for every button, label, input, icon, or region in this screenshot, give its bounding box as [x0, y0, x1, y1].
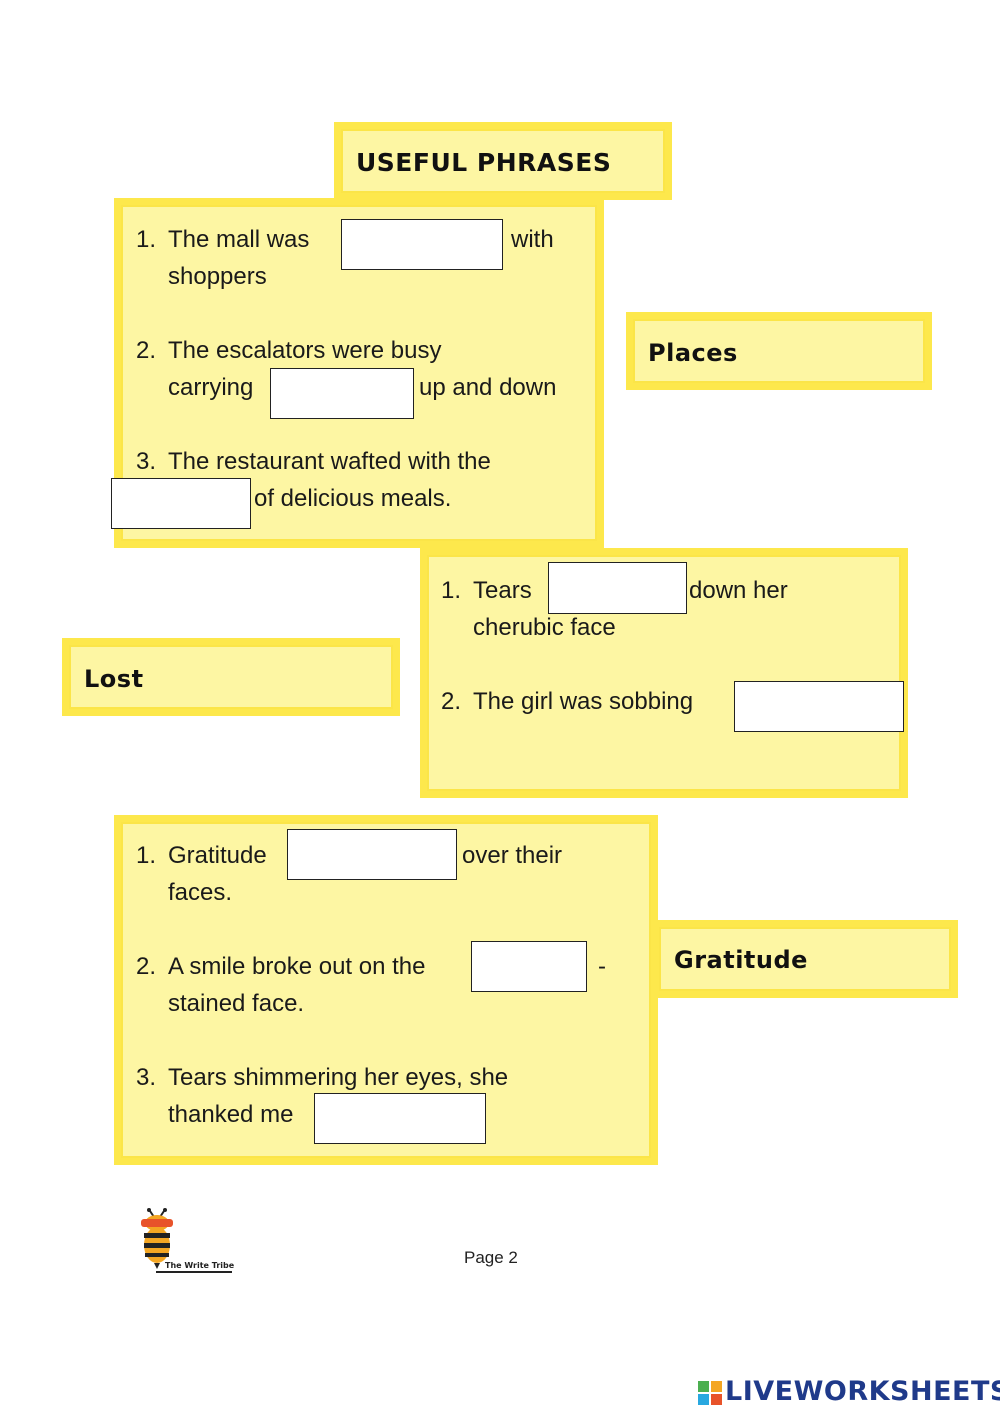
- places-item-2-line1: The escalators were busy: [168, 337, 442, 364]
- lost-blank-1[interactable]: [548, 562, 687, 614]
- gratitude-item-1-num: 1.: [136, 842, 157, 869]
- gratitude-item-2-num: 2.: [136, 953, 157, 980]
- liveworksheets-brand[interactable]: LIVEWORKSHEETS: [725, 1376, 1000, 1407]
- places-item-2-num: 2.: [136, 337, 157, 364]
- gratitude-blank-2[interactable]: [471, 941, 587, 992]
- gratitude-item-2-before: A smile broke out on the: [168, 953, 426, 980]
- places-item-3-line1: The restaurant wafted with the: [168, 448, 491, 475]
- gratitude-label: Gratitude: [674, 946, 808, 974]
- lost-item-1-num: 1.: [441, 577, 462, 604]
- lost-item-1-after: down her: [689, 577, 788, 604]
- places-label-card: [626, 312, 932, 390]
- gratitude-item-3-num: 3.: [136, 1064, 157, 1091]
- places-item-1-after: with: [511, 226, 554, 253]
- lost-blank-2[interactable]: [734, 681, 904, 732]
- gratitude-label-card: [652, 920, 958, 998]
- places-item-1-num: 1.: [136, 226, 157, 253]
- lost-card: [420, 548, 908, 798]
- page-title: USEFUL PHRASES: [356, 148, 612, 177]
- places-item-3-after: of delicious meals.: [254, 485, 452, 512]
- lost-item-1-cont: cherubic face: [473, 614, 616, 641]
- logo-underline: [156, 1271, 232, 1273]
- places-item-1-cont: shoppers: [168, 263, 267, 290]
- liveworksheets-grid-icon: [698, 1381, 722, 1405]
- gratitude-blank-1[interactable]: [287, 829, 457, 880]
- places-label: Places: [648, 339, 738, 367]
- lost-item-2-before: The girl was sobbing: [473, 688, 694, 715]
- lost-item-2-num: 2.: [441, 688, 462, 715]
- gratitude-item-1-cont: faces.: [168, 879, 233, 906]
- places-item-3-num: 3.: [136, 448, 157, 475]
- places-item-2-before: carrying: [168, 374, 254, 401]
- places-blank-3[interactable]: [111, 478, 251, 529]
- page-number: Page 2: [464, 1248, 518, 1267]
- lost-item-1-before: Tears: [473, 577, 532, 604]
- gratitude-item-1-before: Gratitude: [168, 842, 267, 869]
- gratitude-blank-3[interactable]: [314, 1093, 486, 1144]
- gratitude-item-2-after: -: [598, 953, 606, 980]
- gratitude-item-3-cont: thanked me: [168, 1101, 294, 1128]
- places-blank-2[interactable]: [270, 368, 414, 419]
- gratitude-item-3-before: Tears shimmering her eyes, she: [168, 1064, 509, 1091]
- bee-logo-icon: [132, 1205, 182, 1271]
- lost-label-card: [62, 638, 400, 716]
- lost-label: Lost: [84, 665, 144, 693]
- gratitude-item-2-cont: stained face.: [168, 990, 305, 1017]
- gratitude-item-1-after: over their: [462, 842, 563, 869]
- places-item-2-after: up and down: [419, 374, 557, 401]
- bee-logo-text: The Write Tribe: [165, 1261, 235, 1270]
- places-blank-1[interactable]: [341, 219, 503, 270]
- places-item-1-before: The mall was: [168, 226, 310, 253]
- title-card: [334, 122, 672, 200]
